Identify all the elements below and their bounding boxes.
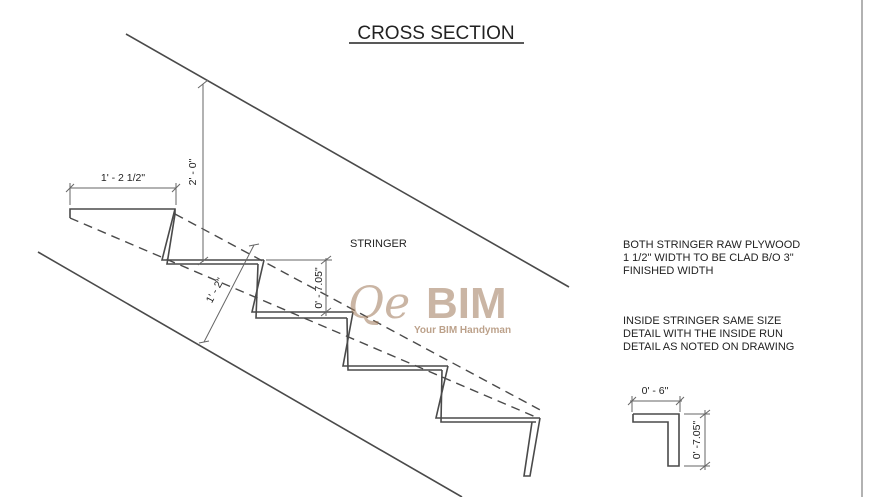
watermark-tagline: Your BIM Handyman xyxy=(414,325,511,336)
dim-riser: 0' - 7.05" xyxy=(266,255,332,317)
dim-diagonal: 1' - 2" xyxy=(198,243,260,344)
stringer-dashed-line xyxy=(69,217,539,419)
qebim-watermark-logo: Qe BIM Your BIM Handyman xyxy=(348,278,511,336)
dim-tread-run-label: 1' - 2 1/2" xyxy=(101,172,146,184)
note2-line1: INSIDE STRINGER SAME SIZE xyxy=(623,315,781,327)
dim-detail-height-label: 0' -7.05" xyxy=(691,421,703,460)
dim-diagonal-label: 1' - 2" xyxy=(204,276,227,305)
dim-rail-height: 2' - 0" xyxy=(187,79,209,266)
watermark-q: Qe xyxy=(348,278,410,329)
dim-riser-label: 0' - 7.05" xyxy=(313,267,325,309)
note2-line2: DETAIL WITH THE INSIDE RUN xyxy=(623,328,783,340)
stringer-dashed-line-upper xyxy=(174,213,545,413)
stringer-detail: 0' - 6" 0' -7.05" xyxy=(627,385,711,471)
stair-steps xyxy=(69,208,541,477)
lower-slope-line xyxy=(37,251,463,497)
dim-detail-width-label: 0' - 6" xyxy=(642,385,669,397)
drawing-title: CROSS SECTION xyxy=(357,23,514,44)
note2-line3: DETAIL AS NOTED ON DRAWING xyxy=(623,341,794,353)
stringer-label: STRINGER xyxy=(350,238,407,250)
note1-line2: 1 1/2" WIDTH TO BE CLAD B/O 3" xyxy=(623,252,794,264)
note1-line1: BOTH STRINGER RAW PLYWOOD xyxy=(623,239,800,251)
dim-rail-height-label: 2' - 0" xyxy=(187,158,199,185)
note1-line3: FINISHED WIDTH xyxy=(623,265,713,277)
handrail-line xyxy=(125,33,570,288)
dim-tread-run: 1' - 2 1/2" xyxy=(65,172,181,205)
watermark-bim: BIM xyxy=(426,279,507,328)
